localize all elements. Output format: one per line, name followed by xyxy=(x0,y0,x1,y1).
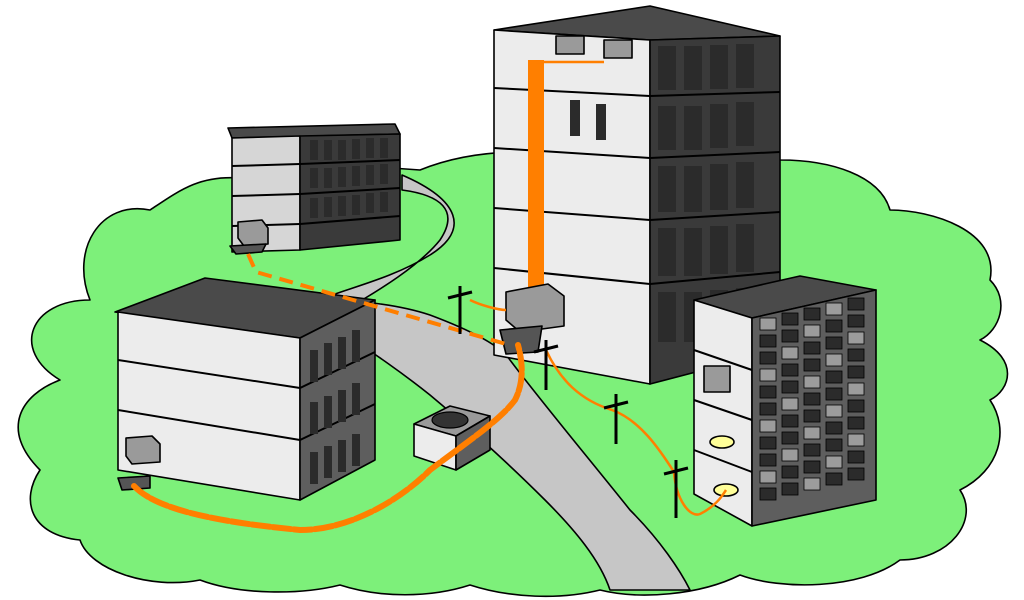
tower-window xyxy=(825,302,843,316)
cable-pipe-main xyxy=(131,342,525,534)
tower-window xyxy=(847,331,865,345)
tower-window xyxy=(803,392,821,406)
hvac-unit-icon xyxy=(229,219,269,255)
tower-window xyxy=(847,467,865,481)
tower-window xyxy=(803,358,821,372)
tower-window xyxy=(781,465,799,479)
tower-window xyxy=(803,375,821,389)
tower-window xyxy=(781,414,799,428)
tower-window xyxy=(847,348,865,362)
rooftop-chiller-icon xyxy=(555,35,633,59)
tower-window xyxy=(825,370,843,384)
tower-window xyxy=(825,319,843,333)
tower-window xyxy=(847,297,865,311)
tower-window xyxy=(825,421,843,435)
tower-window xyxy=(803,307,821,321)
tower-window xyxy=(847,314,865,328)
tower-window xyxy=(803,409,821,423)
tower-window xyxy=(825,472,843,486)
tower-window xyxy=(759,419,777,433)
tower-window xyxy=(825,455,843,469)
office-building-low xyxy=(114,277,376,501)
tower-window xyxy=(759,487,777,501)
tower-window xyxy=(847,433,865,447)
cable-thin xyxy=(544,349,728,516)
tower-window xyxy=(781,329,799,343)
tower-window xyxy=(759,402,777,416)
utility-pole-icon xyxy=(663,460,689,518)
office-tower-right xyxy=(693,275,877,527)
tower-window xyxy=(781,397,799,411)
tower-window xyxy=(781,380,799,394)
tower-window xyxy=(825,387,843,401)
hvac-unit-icon xyxy=(499,283,565,355)
tower-window xyxy=(825,404,843,418)
tower-window xyxy=(759,385,777,399)
tower-window xyxy=(781,346,799,360)
tower-window xyxy=(803,341,821,355)
utility-pole-icon xyxy=(533,340,559,390)
tower-window xyxy=(847,365,865,379)
cable-dashed xyxy=(246,253,507,346)
tower-window xyxy=(847,399,865,413)
tower-window xyxy=(803,460,821,474)
hvac-unit-icon xyxy=(703,365,731,393)
tower-window xyxy=(781,431,799,445)
tower-window xyxy=(825,336,843,350)
tower-window xyxy=(781,312,799,326)
office-tower-tall xyxy=(493,5,781,385)
tower-window xyxy=(847,450,865,464)
tower-window xyxy=(847,382,865,396)
tower-window xyxy=(759,436,777,450)
tower-window xyxy=(803,324,821,338)
tower-window xyxy=(759,368,777,382)
tower-window xyxy=(825,438,843,452)
cable-thin xyxy=(469,298,507,312)
tower-window xyxy=(803,443,821,457)
tower-window xyxy=(825,353,843,367)
tower-window xyxy=(803,426,821,440)
tower-window xyxy=(781,363,799,377)
utility-pole-icon xyxy=(603,394,629,444)
tower-window xyxy=(781,482,799,496)
tower-window xyxy=(803,477,821,491)
tower-window xyxy=(759,470,777,484)
tower-window xyxy=(759,317,777,331)
vertical-riser xyxy=(528,60,544,290)
utility-pole-icon xyxy=(447,286,473,334)
office-building-small xyxy=(227,123,401,255)
tower-window xyxy=(759,351,777,365)
tower-window xyxy=(759,453,777,467)
cooling-pad xyxy=(709,435,735,449)
tower-window xyxy=(847,416,865,430)
tower-window xyxy=(781,448,799,462)
tower-window xyxy=(759,334,777,348)
cable-network xyxy=(131,60,728,534)
